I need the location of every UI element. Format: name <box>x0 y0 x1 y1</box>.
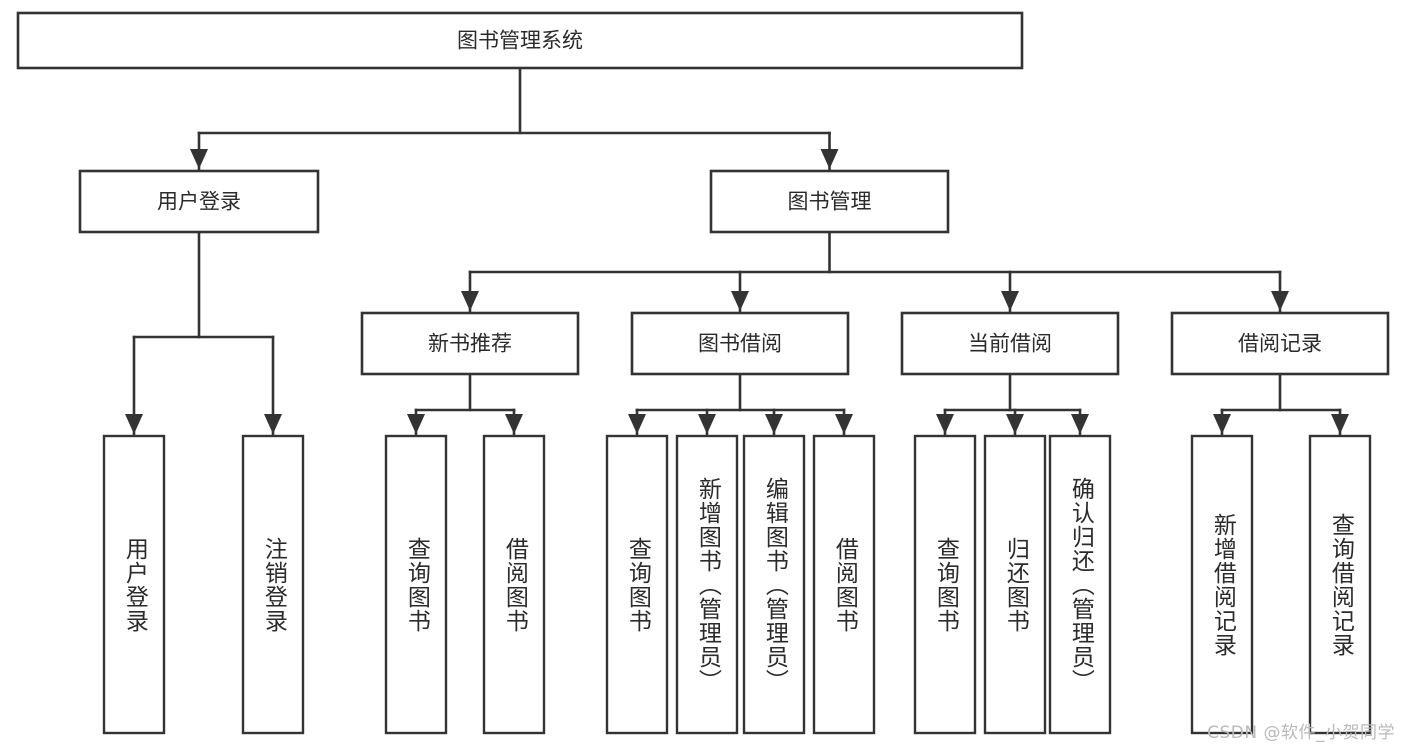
watermark-text: CSDN @软件_小贺同学 <box>1207 723 1395 743</box>
arrow-head-icon <box>1213 414 1231 434</box>
node-new-book-rec[interactable] <box>360 311 580 376</box>
leaf-leaf-return-book[interactable] <box>983 434 1047 735</box>
arrow-head-icon <box>264 414 282 434</box>
leaf-leaf-add-borrow-record[interactable] <box>1190 434 1254 735</box>
node-label-root: 图书管理系统 <box>457 29 583 53</box>
leaf-leaf-add-book-admin[interactable] <box>675 434 739 735</box>
leaf-leaf-borrow-book[interactable] <box>812 434 876 735</box>
arrow-head-icon <box>765 414 783 434</box>
arrow-head-icon <box>461 291 479 311</box>
arrow-head-icon <box>1006 414 1024 434</box>
arrow-head-icon <box>698 414 716 434</box>
arrow-head-icon <box>190 149 208 169</box>
node-user-login[interactable] <box>78 169 320 234</box>
arrow-head-icon <box>505 414 523 434</box>
leaf-leaf-query-book-current[interactable] <box>913 434 977 735</box>
arrow-head-icon <box>835 414 853 434</box>
leaf-leaf-edit-book-admin[interactable] <box>742 434 806 735</box>
leaf-leaf-query-borrow-record[interactable] <box>1308 434 1372 735</box>
leaf-leaf-confirm-return-admin[interactable] <box>1048 434 1112 735</box>
arrow-head-icon <box>731 291 749 311</box>
arrow-head-icon <box>125 414 143 434</box>
node-book-manage[interactable] <box>709 169 950 234</box>
node-label-book-borrow: 图书借阅 <box>698 332 782 356</box>
node-label-book-manage: 图书管理 <box>788 190 872 214</box>
connectors-layer <box>125 66 1349 436</box>
leaf-leaf-query-book-rec[interactable] <box>384 434 448 735</box>
arrow-head-icon <box>407 414 425 434</box>
node-book-borrow[interactable] <box>630 311 850 376</box>
arrow-head-icon <box>1071 414 1089 434</box>
arrow-head-icon <box>1271 291 1289 311</box>
node-label-new-book-rec: 新书推荐 <box>428 332 512 356</box>
arrow-head-icon <box>936 414 954 434</box>
leaf-leaf-logout[interactable] <box>241 434 305 735</box>
leaf-leaf-borrow-book-rec[interactable] <box>482 434 546 735</box>
arrow-head-icon <box>628 414 646 434</box>
arrow-head-icon <box>820 149 839 169</box>
node-label-current-borrow: 当前借阅 <box>968 332 1052 356</box>
arrow-head-icon <box>1001 291 1019 311</box>
node-current-borrow[interactable] <box>900 311 1120 376</box>
leaf-leaf-query-book-borrow[interactable] <box>605 434 669 735</box>
node-root[interactable] <box>16 11 1024 70</box>
boxes-layer <box>16 11 1390 735</box>
node-label-user-login: 用户登录 <box>157 190 241 214</box>
arrow-head-icon <box>1331 414 1349 434</box>
leaf-leaf-user-login[interactable] <box>102 434 166 735</box>
node-label-borrow-record: 借阅记录 <box>1238 332 1322 356</box>
node-borrow-record[interactable] <box>1170 311 1390 376</box>
